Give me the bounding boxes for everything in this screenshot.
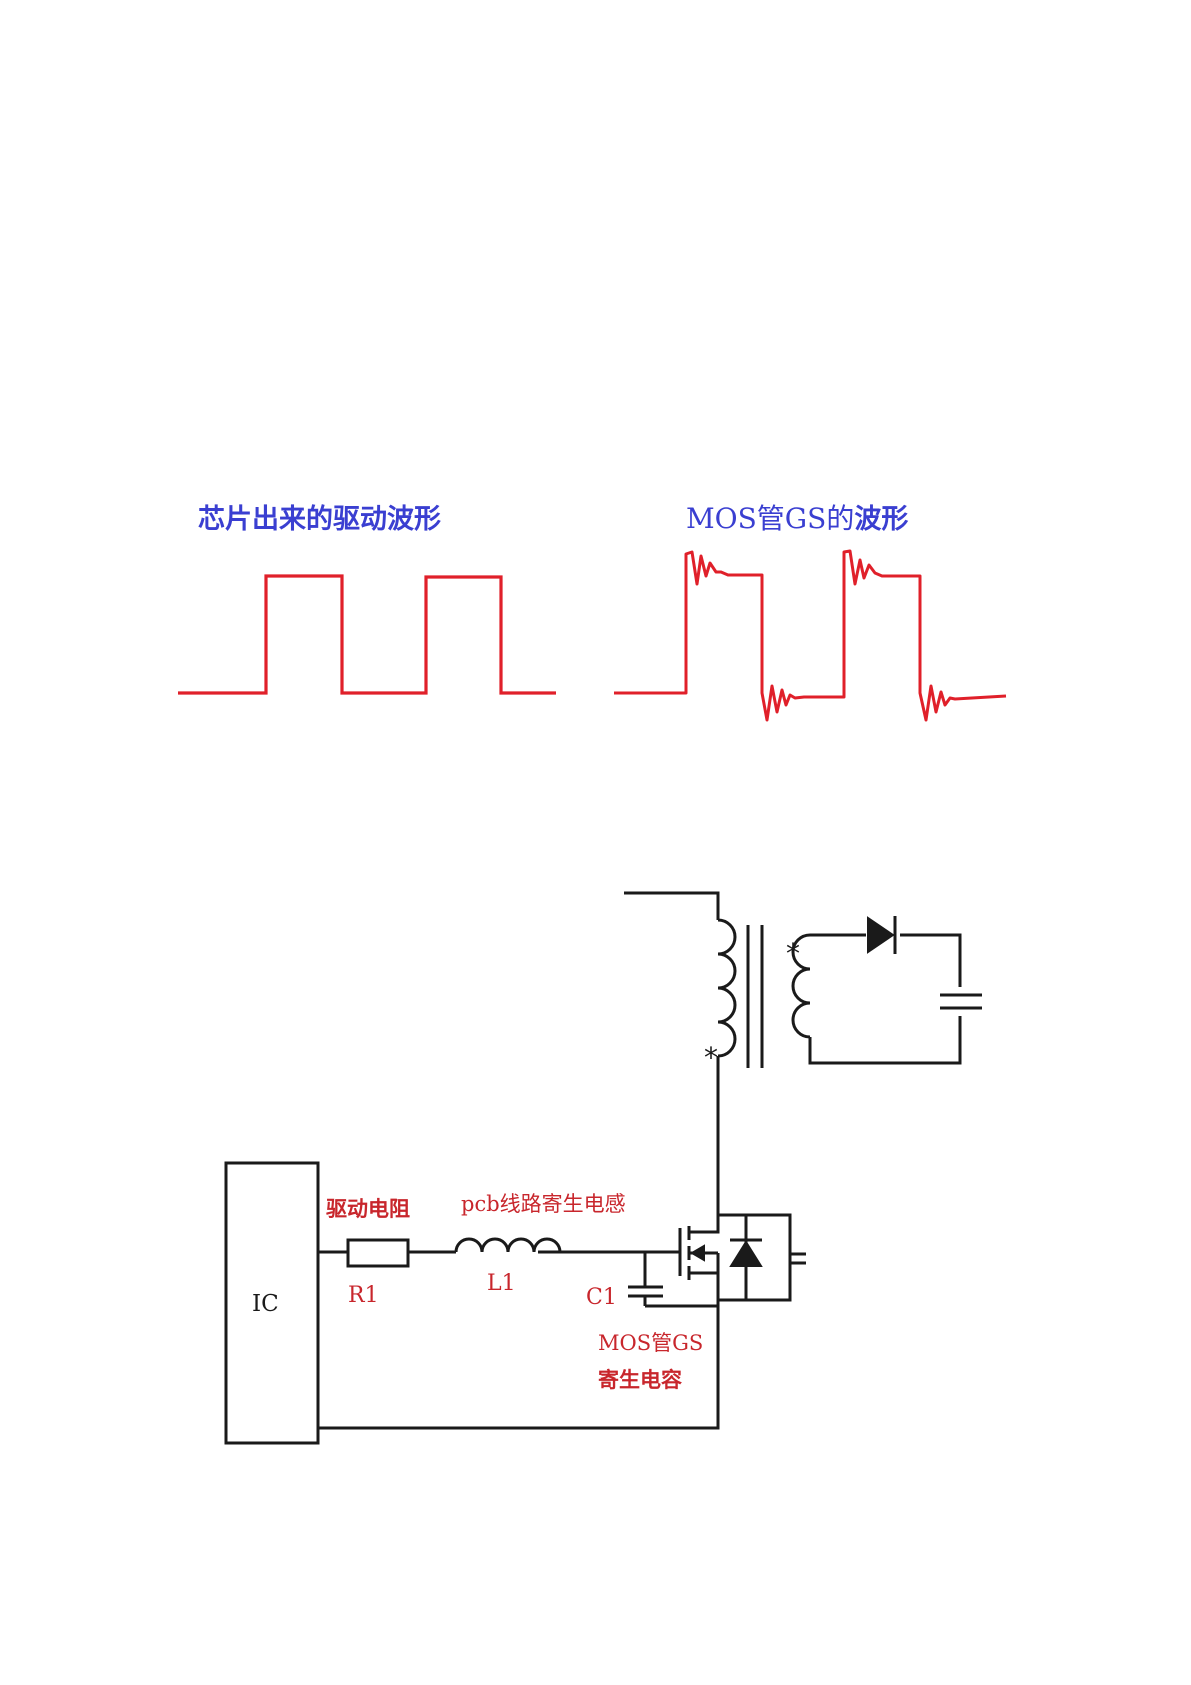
mos-gs-waveform	[614, 551, 1006, 720]
r1-ref-label: R1	[348, 1283, 379, 1308]
resistor-r1	[348, 1240, 408, 1266]
mosfet-source-lead	[689, 1273, 718, 1306]
body-diode-icon	[731, 1242, 761, 1266]
transformer-primary-winding	[718, 920, 735, 1056]
mosfet-drain-lead	[689, 1215, 718, 1232]
r1-caption: 驱动电阻	[326, 1197, 410, 1221]
mosfet-arrow-icon	[692, 1246, 704, 1260]
primary-dot-marker: *	[704, 1041, 718, 1074]
wire-secondary-top-right	[900, 935, 960, 987]
output-diode-icon	[868, 918, 893, 952]
wire-secondary-return	[810, 1016, 960, 1063]
mos-gs-title-suffix: 波形	[854, 504, 908, 535]
mos-gs-title-prefix: MOS管GS的	[686, 502, 854, 535]
l1-caption: pcb线路寄生电感	[461, 1192, 626, 1216]
secondary-dot-marker: *	[786, 937, 800, 970]
circuit-diagram	[226, 893, 982, 1443]
l1-ref-label: L1	[487, 1271, 516, 1296]
wire-primary-top	[624, 893, 718, 920]
inductor-l1	[456, 1239, 560, 1252]
chip-drive-waveform	[178, 576, 556, 693]
mos-gs-waveform-title: MOS管GS的波形	[686, 502, 908, 535]
chip-drive-waveform-title: 芯片出来的驱动波形	[198, 503, 441, 535]
ic-label: IC	[252, 1291, 279, 1317]
wire-ground-return	[318, 1300, 718, 1428]
c1-caption-line2: 寄生电容	[598, 1368, 682, 1392]
c1-caption-line1: MOS管GS	[598, 1331, 703, 1355]
c1-ref-label: C1	[586, 1285, 617, 1310]
